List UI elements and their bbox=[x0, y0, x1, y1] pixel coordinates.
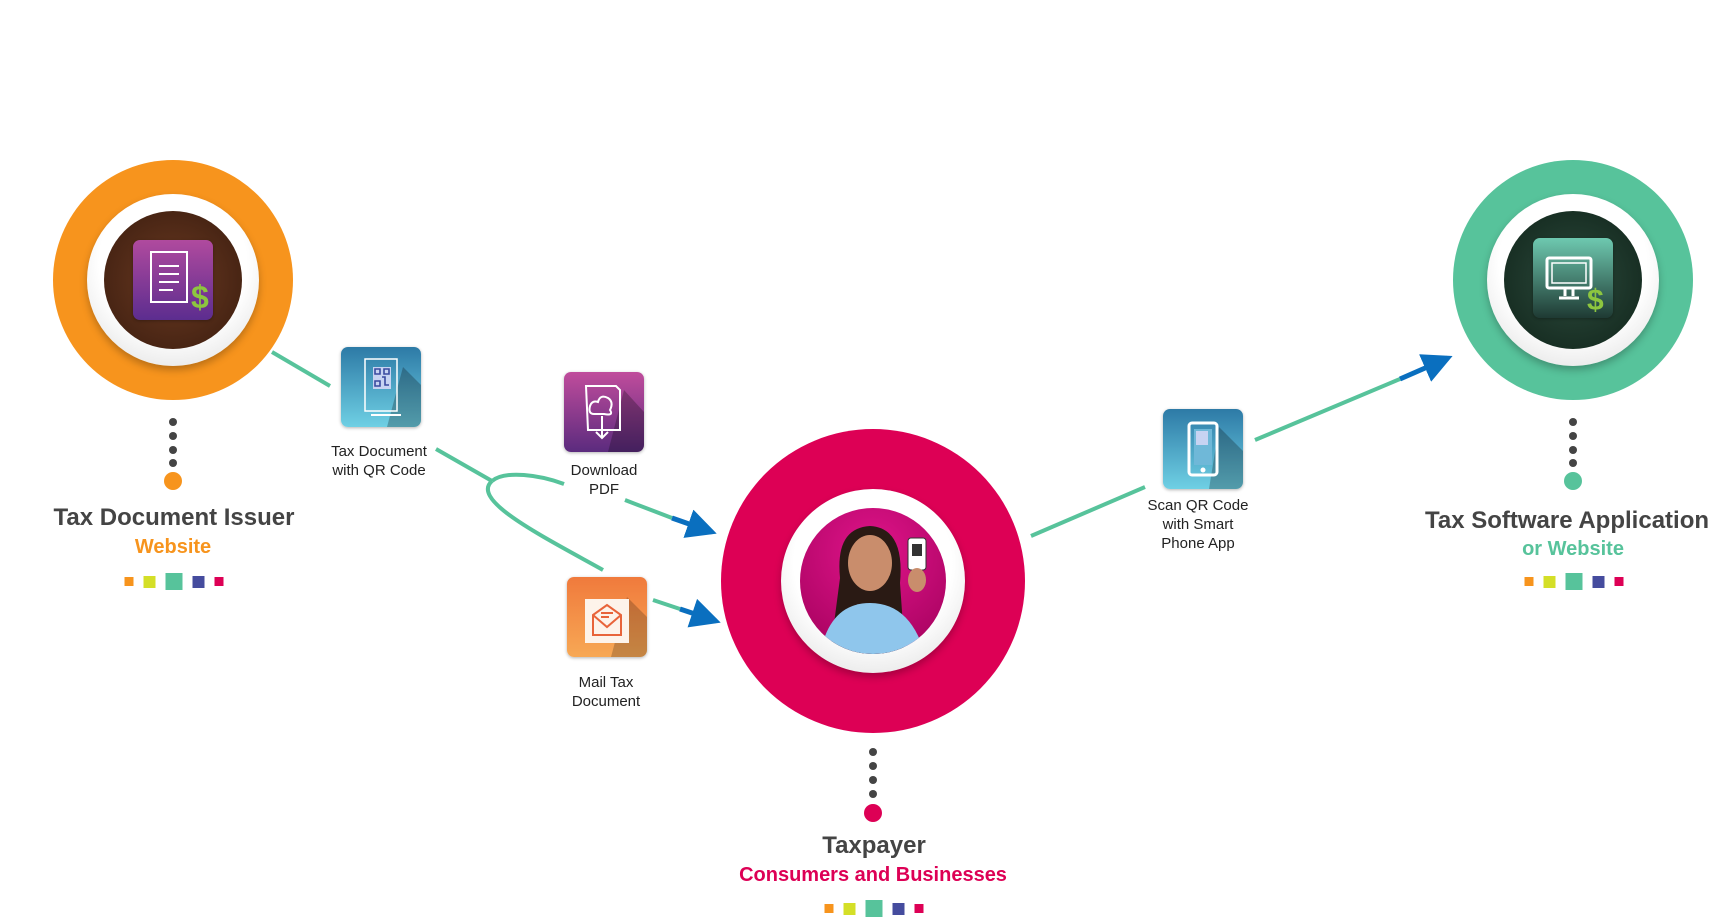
dot-connector bbox=[869, 748, 877, 756]
dot-connector bbox=[169, 459, 177, 467]
taxpayer-dot bbox=[864, 804, 882, 822]
tax-document-dollar-icon: $ bbox=[133, 240, 213, 320]
monitor-dollar-icon: $ bbox=[1533, 238, 1613, 318]
connector-taxpayer-to-scan bbox=[1030, 485, 1146, 538]
arrowhead bbox=[679, 598, 721, 628]
issuer-title: Tax Document Issuer bbox=[53, 504, 295, 531]
dot-connector bbox=[1569, 418, 1577, 426]
phone-qr-icon bbox=[1163, 409, 1243, 489]
color-squares bbox=[1524, 573, 1624, 590]
dot-connector bbox=[1569, 459, 1577, 467]
arrowhead bbox=[671, 509, 717, 538]
dot-connector bbox=[869, 762, 877, 770]
issuer-dot bbox=[164, 472, 182, 490]
taxpayer-subtitle: Consumers and Businesses bbox=[739, 864, 1007, 886]
dot-connector bbox=[869, 790, 877, 798]
dot-connector bbox=[169, 432, 177, 440]
color-squares bbox=[124, 573, 224, 590]
dot-connector bbox=[1569, 432, 1577, 440]
dot-connector bbox=[169, 418, 177, 426]
issuer-subtitle: Website bbox=[134, 536, 212, 558]
qr-document-icon bbox=[341, 347, 421, 427]
dot-connector bbox=[169, 446, 177, 454]
connector-to-download bbox=[490, 472, 565, 486]
mail-envelope-icon bbox=[567, 577, 647, 657]
cloud-download-document-icon bbox=[564, 372, 644, 452]
connector-qr-junction bbox=[435, 447, 493, 483]
svg-text:$: $ bbox=[191, 279, 209, 315]
person-with-phone-photo bbox=[800, 508, 946, 654]
connector-issuer-to-qr bbox=[270, 350, 332, 388]
arrowhead bbox=[1398, 354, 1453, 382]
connector-to-mail bbox=[485, 479, 604, 572]
software-subtitle: or Website bbox=[1522, 538, 1624, 560]
arrow-download-to-taxpayer bbox=[624, 498, 673, 520]
arrow-scan-to-software bbox=[1254, 377, 1401, 442]
software-title: Tax Software Application bbox=[1424, 507, 1710, 534]
color-squares bbox=[824, 900, 924, 917]
dot-connector bbox=[1569, 446, 1577, 454]
dot-connector bbox=[869, 776, 877, 784]
software-dot bbox=[1564, 472, 1582, 490]
svg-text:$: $ bbox=[1587, 284, 1604, 317]
arrow-mail-to-taxpayer bbox=[652, 598, 681, 611]
taxpayer-title: Taxpayer bbox=[822, 832, 926, 859]
